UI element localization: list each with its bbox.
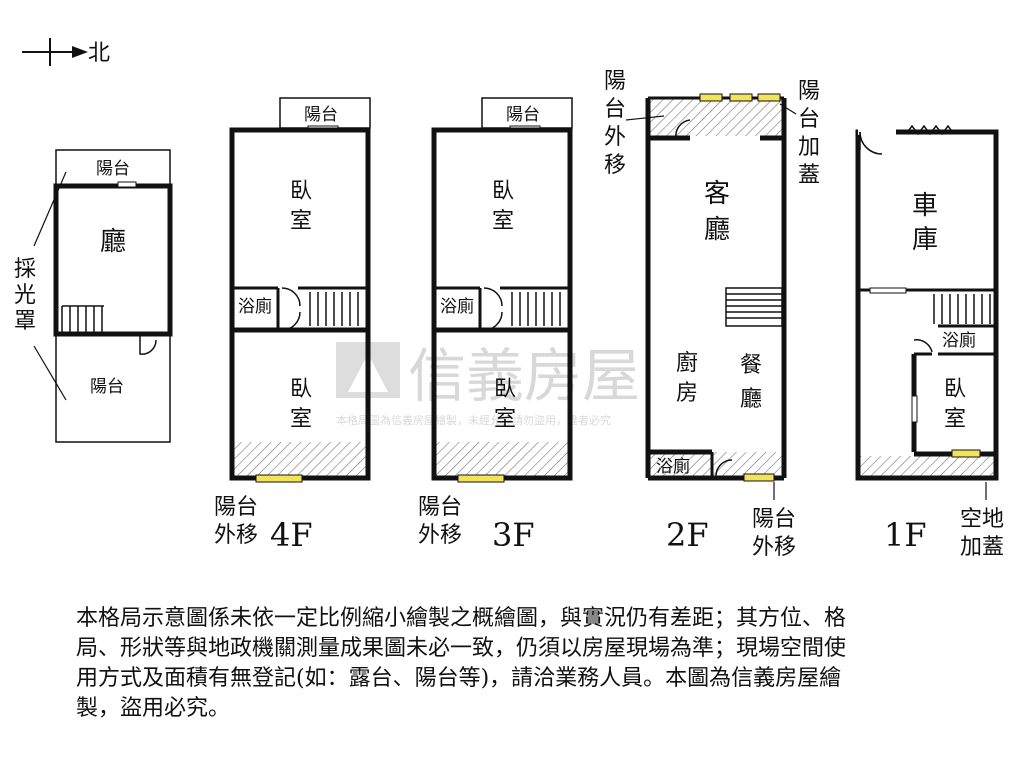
3f-floor-label: 3F [492, 516, 535, 554]
roof-balcony-top: 陽台 [96, 159, 130, 179]
4f-bedroom-front: 臥室 [290, 179, 312, 234]
watermark: 信義房屋 本格局圖為信義房屋繪製，未經允許請勿盜用，違者必究 [336, 342, 640, 427]
4f-bedroom-back: 臥室 [290, 377, 312, 432]
4f-bath: 浴廁 [238, 296, 272, 317]
2f-balcony-extend-bottom: 陽台外移 [752, 507, 796, 560]
disclaimer-line: 局、形狀等與地政機關測量成果圖未必一致，仍須以房屋現場為準；現場空間使 [76, 636, 847, 661]
skylight-char-2: 光 [14, 283, 36, 308]
3f-bath: 浴廁 [440, 296, 474, 317]
roof-balcony-bottom: 陽台 [90, 377, 124, 397]
floor-1f-plan: 車庫 浴廁 臥室 空地加蓋 1F [855, 124, 1004, 560]
disclaimer-text: 本格局示意圖係未依一定比例縮小繪製之概繪圖，與實況仍有差距；其方位、格 局、形狀… [76, 604, 976, 724]
4f-balcony: 陽台 [304, 105, 338, 125]
4f-balcony-extend: 陽台外移 [214, 495, 258, 548]
2f-kitchen: 廚房 [676, 351, 698, 406]
floor-plan-diagram: 北 信義房屋 本格局圖為信義房屋繪製，未經允許請勿盜用，違者必究 陽台 廳 陽台… [14, 38, 1004, 560]
2f-balcony-cover: 陽台 加蓋 [798, 79, 827, 188]
skylight-char-1: 採 [14, 257, 36, 282]
disclaimer-line: 本格局示意圖係未依一定比例縮小繪製之概繪圖，與實況仍有差距；其方位、格 [76, 606, 847, 631]
4f-floor-label: 4F [270, 516, 313, 554]
north-arrow: 北 [22, 38, 110, 66]
1f-bedroom: 臥室 [944, 377, 966, 432]
roof-hall: 廳 [100, 227, 126, 257]
2f-living: 客廳 [704, 179, 730, 245]
roof-stairs [61, 305, 104, 332]
2f-balcony-extend-top: 陽台 外移 [604, 69, 633, 178]
watermark-notice: 本格局圖為信義房屋繪製，未經允許請勿盜用，違者必究 [336, 413, 611, 427]
3f-balcony: 陽台 [506, 105, 540, 125]
disclaimer-line: 用方式及面積有無登記(如：露台、陽台等)，請洽業務人員。本圖為信義房屋繪 [76, 666, 842, 691]
2f-floor-label: 2F [666, 516, 709, 554]
3f-stairs [511, 292, 561, 326]
4f-stairs [309, 292, 359, 326]
2f-bath: 浴廁 [656, 456, 690, 477]
1f-bath: 浴廁 [942, 330, 976, 351]
3f-balcony-extend: 陽台外移 [418, 495, 462, 548]
roof-plan: 陽台 廳 陽台 採 光 罩 [14, 149, 173, 443]
3f-bedroom-front: 臥室 [492, 179, 514, 234]
1f-stairs [933, 294, 991, 324]
2f-stairs [725, 287, 783, 327]
floor-2f-plan: 陽台 外移 陽台 加蓋 客廳 廚房 餐廳 浴廁 陽台外移 2F [604, 69, 827, 560]
floor-4f-plan: 陽台 臥室 浴廁 臥室 陽台外移 4F [214, 97, 371, 554]
watermark-brand: 信義房屋 [408, 342, 640, 410]
1f-open-space-cover: 空地加蓋 [960, 507, 1004, 560]
2f-dining: 餐廳 [740, 353, 762, 412]
disclaimer-line: 製，盜用必究。 [76, 696, 231, 721]
1f-floor-label: 1F [884, 516, 927, 554]
roof-skylight-label: 採 光 罩 [14, 257, 43, 334]
north-label: 北 [88, 41, 110, 66]
floor-3f-plan: 陽台 臥室 浴廁 臥室 陽台外移 3F [418, 97, 573, 554]
skylight-char-3: 罩 [14, 309, 36, 334]
3f-bedroom-back: 臥室 [494, 377, 516, 432]
1f-garage: 車庫 [912, 191, 938, 255]
